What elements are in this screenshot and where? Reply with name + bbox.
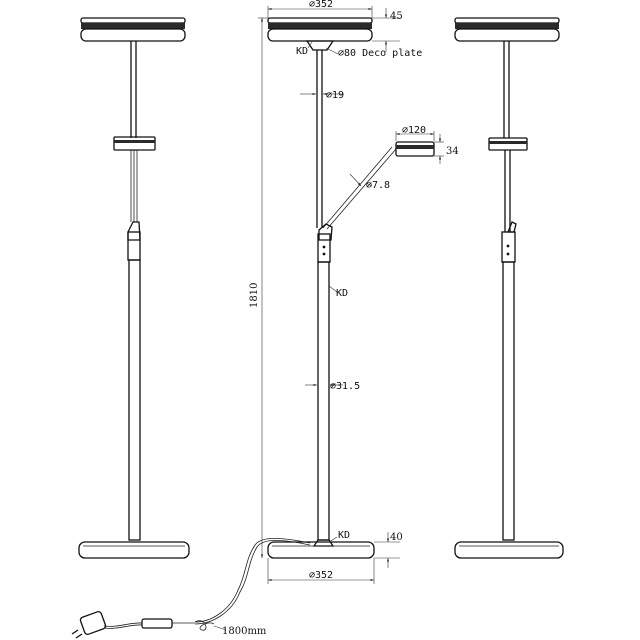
upper-pole-diameter-label: ⌀19 xyxy=(326,90,344,101)
power-plug xyxy=(71,610,107,639)
dimmer-housing xyxy=(127,231,141,261)
lower-pole-diameter-label: ⌀31.5 xyxy=(330,381,360,392)
shade xyxy=(454,28,560,42)
base-height-label: 40 xyxy=(390,532,403,543)
lower-pole xyxy=(317,261,330,541)
shade-diameter-label: ⌀352 xyxy=(309,0,333,10)
lamp-view-center xyxy=(71,17,435,639)
base-diameter-label: ⌀352 xyxy=(309,570,333,581)
reading-head-height-label: 34 xyxy=(446,146,459,157)
shade-band xyxy=(81,23,185,29)
base xyxy=(78,541,190,559)
cable-length-label: 1800mm xyxy=(222,626,267,637)
kd-top-label: KD xyxy=(296,46,308,57)
shade-height-label: 45 xyxy=(390,11,403,22)
deco-plate-label: ⌀80 Deco plate xyxy=(338,48,422,59)
dimension-lines xyxy=(213,6,444,631)
total-height-label: 1810 xyxy=(249,283,260,308)
cable-switch xyxy=(141,618,173,629)
lower-pole xyxy=(128,259,141,541)
lamp-view-left xyxy=(78,17,190,559)
lamp-view-right xyxy=(454,17,564,559)
kd-bottom-label: KD xyxy=(338,530,350,541)
kd-middle-label: KD xyxy=(336,288,348,299)
power-cable xyxy=(194,537,311,623)
lower-pole xyxy=(502,261,515,541)
base xyxy=(312,539,335,547)
shade xyxy=(267,28,373,42)
reading-head-diameter-label: ⌀120 xyxy=(402,125,426,136)
deco-plate xyxy=(305,40,335,51)
reading-head-side xyxy=(113,136,156,151)
arm-diameter-label: ⌀7.8 xyxy=(366,180,390,191)
shade-top xyxy=(80,17,186,24)
shade-bottom xyxy=(80,28,186,42)
base xyxy=(454,541,564,559)
